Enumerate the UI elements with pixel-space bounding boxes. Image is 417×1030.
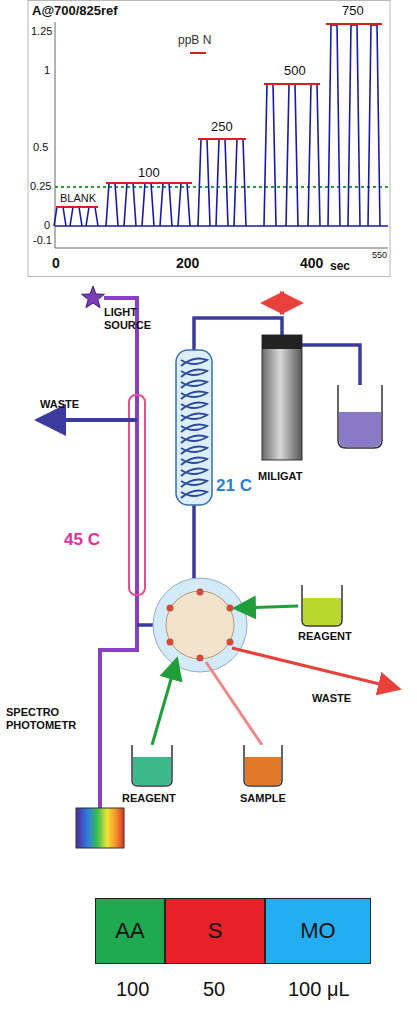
peak-trace xyxy=(308,84,320,226)
tick-label: 0.25 xyxy=(30,180,51,193)
coil-winding xyxy=(181,402,207,410)
peak-trace xyxy=(124,183,136,226)
peak-trace xyxy=(70,207,82,226)
part-label: WASTE xyxy=(312,692,351,705)
peak-trace xyxy=(178,183,190,226)
band-label: MO xyxy=(300,918,335,944)
coil-winding xyxy=(181,435,207,443)
axis-unit: sec xyxy=(330,260,350,274)
peak-trace xyxy=(328,25,340,226)
part-label: LIGHT SOURCE xyxy=(104,306,164,331)
part-label: SAMPLE xyxy=(240,792,286,805)
coil-winding xyxy=(181,369,207,377)
series-label: 500 xyxy=(284,64,306,79)
coil-winding xyxy=(181,358,207,366)
series-label: 750 xyxy=(342,4,364,19)
peak-trace xyxy=(54,207,66,226)
unit-label: ppB N xyxy=(178,34,211,48)
coil-winding xyxy=(181,490,207,498)
tick-label: 0 xyxy=(44,219,50,232)
part-label: REAGENT xyxy=(122,792,176,805)
part-label: MILIGAT xyxy=(258,470,302,483)
tick-label: 0.5 xyxy=(33,141,48,154)
tick-label: 400 xyxy=(300,255,323,271)
peak-trace xyxy=(264,84,276,226)
part-label: SPECTRO PHOTOMETR xyxy=(6,706,86,731)
peak-trace xyxy=(198,139,210,226)
series-label: 250 xyxy=(211,120,233,135)
volume-label: 100 xyxy=(116,978,149,1001)
tick-label: 550 xyxy=(372,250,387,260)
part-label: REAGENT xyxy=(298,630,352,643)
temperature-label: 45 C xyxy=(64,530,100,550)
peak-trace xyxy=(368,25,380,226)
volume-band: AA xyxy=(95,898,165,964)
tick-label: 1 xyxy=(44,64,50,77)
volume-label: 50 xyxy=(203,978,225,1001)
tick-label: 200 xyxy=(176,255,199,271)
axis-title: A@700/825ref xyxy=(32,4,118,19)
coil-winding xyxy=(181,380,207,388)
band-label: AA xyxy=(115,918,144,944)
peak-trace xyxy=(286,84,298,226)
coil-winding xyxy=(181,457,207,465)
coil-winding xyxy=(181,468,207,476)
volume-band: MO xyxy=(265,898,371,964)
coil-winding xyxy=(181,424,207,432)
temperature-label: 21 C xyxy=(216,476,252,496)
volume-band: S xyxy=(165,898,265,964)
series-label: BLANK xyxy=(60,192,96,205)
peak-trace xyxy=(160,183,172,226)
volume-label: 100 μL xyxy=(288,978,350,1001)
peak-trace xyxy=(86,207,98,226)
coil-winding xyxy=(181,391,207,399)
tick-label: -0.1 xyxy=(33,234,52,247)
coil-winding xyxy=(181,446,207,454)
series-label: 100 xyxy=(138,166,160,181)
peak-trace xyxy=(142,183,154,226)
tick-label: 0 xyxy=(52,255,60,271)
coil-winding xyxy=(181,413,207,421)
part-label: WASTE xyxy=(40,398,79,411)
peak-trace xyxy=(348,25,360,226)
peak-trace xyxy=(106,183,118,226)
tick-label: 1.25 xyxy=(31,25,52,38)
coil-winding xyxy=(181,479,207,487)
peak-trace xyxy=(216,139,228,226)
band-label: S xyxy=(208,918,223,944)
peak-trace xyxy=(234,139,246,226)
